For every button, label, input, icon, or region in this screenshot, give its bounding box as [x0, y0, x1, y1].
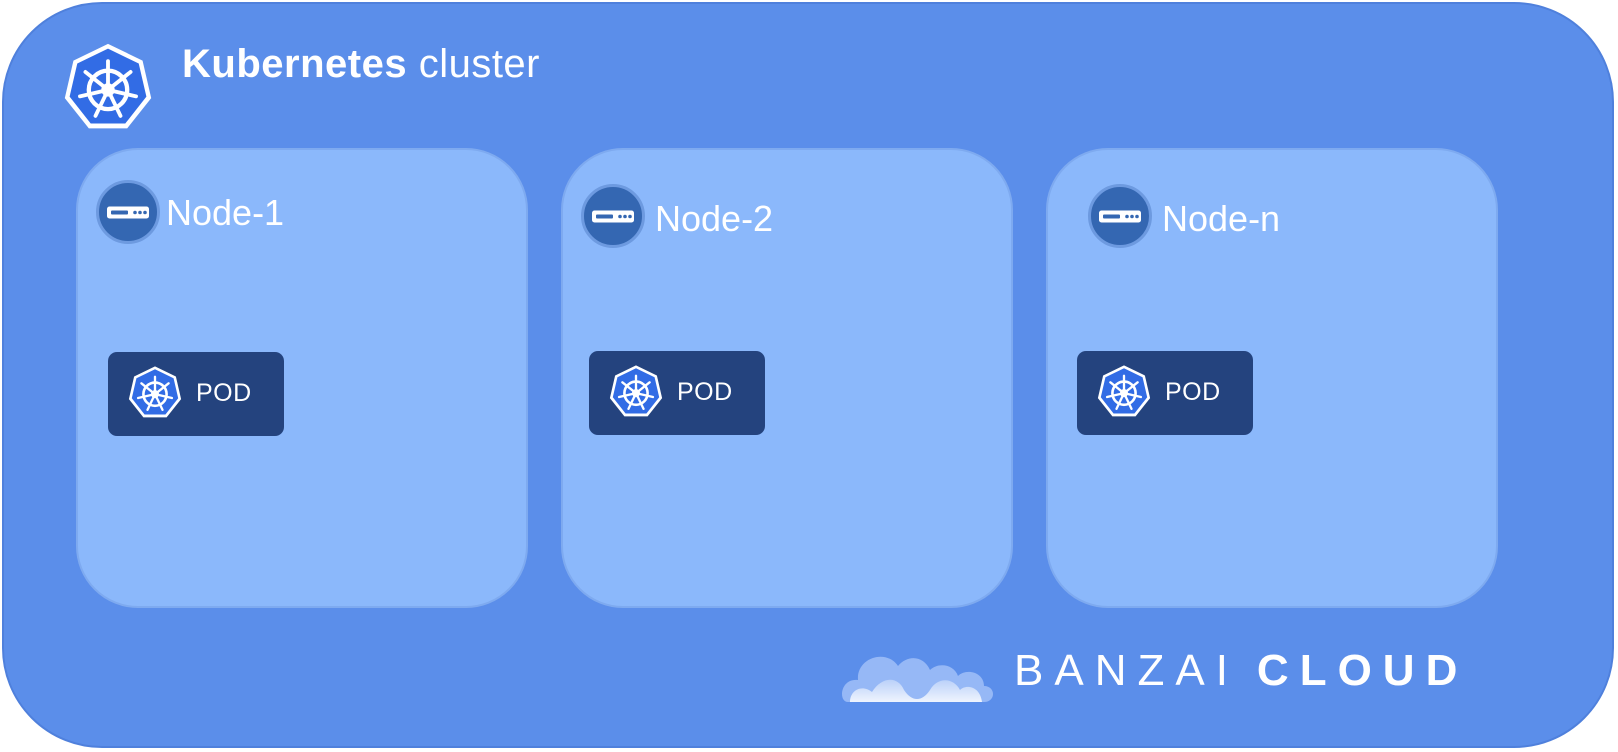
- pod-label: POD: [196, 379, 252, 407]
- kubernetes-helm-icon: [607, 363, 665, 421]
- cluster-title-light: cluster: [418, 42, 540, 86]
- server-icon: [581, 184, 645, 248]
- kubernetes-helm-icon: [60, 40, 156, 136]
- kubernetes-helm-icon: [126, 364, 184, 422]
- node-label: Node-1: [166, 192, 285, 233]
- brand-word-banzai: BANZAI: [1014, 646, 1239, 695]
- server-icon: [96, 180, 160, 244]
- brand-word-cloud: CLOUD: [1256, 646, 1469, 695]
- cluster-title-bold: Kubernetes: [182, 42, 408, 86]
- pod-box: POD: [108, 352, 284, 436]
- node-2-box: Node-2 POD: [561, 148, 1013, 608]
- node-label: Node-2: [655, 198, 774, 239]
- pod-label: POD: [1165, 378, 1221, 406]
- cloud-logo-icon: [842, 656, 993, 702]
- node-n-box: Node-n POD: [1046, 148, 1498, 608]
- server-icon: [1088, 184, 1152, 248]
- banzai-cloud-logo: BANZAI CLOUD: [842, 640, 1542, 710]
- pod-box: POD: [589, 351, 765, 435]
- node-label: Node-n: [1162, 198, 1281, 239]
- brand-text: BANZAI CLOUD: [1014, 646, 1468, 696]
- cluster-title: Kubernetes cluster: [182, 42, 540, 87]
- pod-box: POD: [1077, 351, 1253, 435]
- pod-label: POD: [677, 378, 733, 406]
- node-1-box: Node-1 POD: [76, 148, 528, 608]
- kubernetes-helm-icon: [1095, 363, 1153, 421]
